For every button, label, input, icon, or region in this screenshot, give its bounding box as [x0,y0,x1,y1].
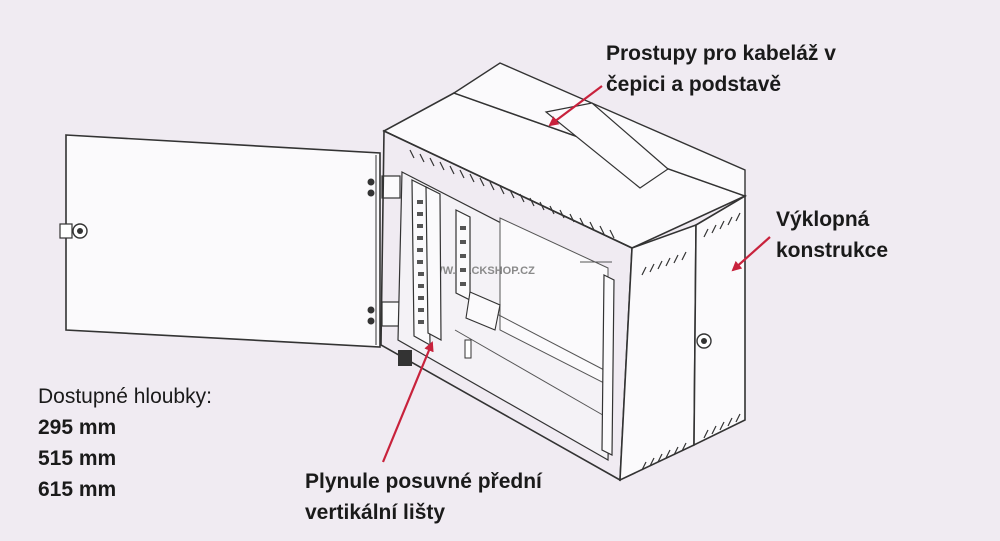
label-cable-entries-line1: Prostupy pro kabeláž v [606,42,836,65]
arrow-tilt-construction [731,236,771,272]
label-tilt-line2: konstrukce [776,239,889,262]
side-vent-slots [641,212,741,471]
rail-mounting-holes [417,200,466,324]
watermark-text: WWW.RACKSHOP.CZ [422,265,535,277]
arrow-cable-entries [548,85,603,127]
label-tilt-construction: Výklopná konstrukce [776,204,888,266]
open-door [59,134,381,348]
label-cable-entries-line2: čepici a podstavě [606,73,782,96]
side-lock-icon [696,333,712,349]
callout-arrows [381,85,771,463]
depth-item: 515 mm [38,447,117,470]
label-cable-entries: Prostupy pro kabeláž v čepici a podstavě [606,38,836,100]
label-rails-line1: Plynule posuvné přední [305,470,542,493]
cable-management-bracket [398,291,501,366]
depth-item: 295 mm [38,416,117,439]
depths-title: Dostupné hloubky: [38,385,212,408]
depth-item: 615 mm [38,478,117,501]
cabinet-top [382,62,748,249]
available-depths: Dostupné hloubky: 295 mm 515 mm 615 mm [38,382,212,505]
label-rails: Plynule posuvné přední vertikální lišty [305,466,542,528]
label-rails-line2: vertikální lišty [305,501,446,524]
arrow-rails [381,341,434,463]
side-panel [619,194,746,482]
door-lock-icon [59,223,88,239]
label-tilt-line1: Výklopná [776,208,870,231]
